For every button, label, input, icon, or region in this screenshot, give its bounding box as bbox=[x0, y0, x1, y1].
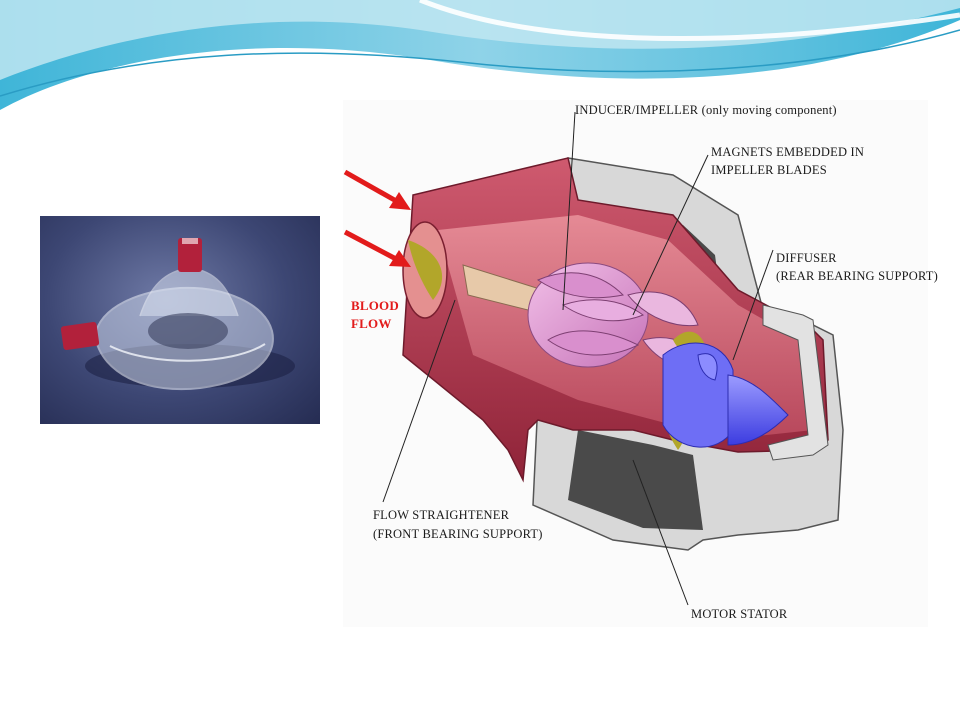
magnet-blade-1 bbox=[627, 291, 699, 327]
label-blood-flow-line2: FLOW bbox=[351, 316, 392, 331]
diffuser-rear-vane bbox=[697, 353, 718, 381]
label-diffuser-line1: DIFFUSER bbox=[776, 251, 837, 265]
header-wave bbox=[0, 0, 960, 110]
label-diffuser-line2: (REAR BEARING SUPPORT) bbox=[776, 269, 938, 283]
pump-outlet-port bbox=[178, 238, 202, 272]
pump-inlet-port bbox=[60, 321, 100, 351]
pump-photo bbox=[40, 216, 320, 424]
inlet-vane bbox=[408, 240, 443, 300]
impeller-blade-3 bbox=[561, 299, 645, 322]
pump-dome bbox=[139, 267, 239, 317]
wave-band-light bbox=[0, 0, 960, 80]
label-inducer-impeller: INDUCER/IMPELLER (only moving component) bbox=[575, 103, 837, 117]
pump-ridge bbox=[109, 343, 266, 362]
label-flow-straightener-line2: (FRONT BEARING SUPPORT) bbox=[373, 527, 543, 541]
label-magnets-line2: IMPELLER BLADES bbox=[711, 163, 827, 177]
label-flow-straightener-line1: FLOW STRAIGHTENER bbox=[373, 508, 510, 522]
blood-flow-arrows bbox=[343, 169, 411, 267]
leader-lines bbox=[382, 111, 774, 606]
rear-flange bbox=[762, 304, 829, 461]
impeller-blade-1 bbox=[536, 272, 625, 299]
impeller-blade-2 bbox=[547, 330, 640, 356]
label-magnets-line1: MAGNETS EMBEDDED IN bbox=[711, 145, 865, 159]
wave-line bbox=[0, 29, 960, 97]
motor-stator-lower bbox=[568, 430, 703, 530]
label-blood-flow-line1: BLOOD bbox=[351, 298, 399, 313]
pump-cutaway-diagram: INDUCER/IMPELLER (only moving component)… bbox=[343, 100, 938, 627]
label-motor-stator: MOTOR STATOR bbox=[691, 607, 788, 621]
pump-core bbox=[148, 313, 228, 349]
diffuser-bullet bbox=[727, 374, 789, 446]
pump-outlet-cap bbox=[182, 238, 198, 244]
wave-highlight bbox=[419, 0, 960, 42]
